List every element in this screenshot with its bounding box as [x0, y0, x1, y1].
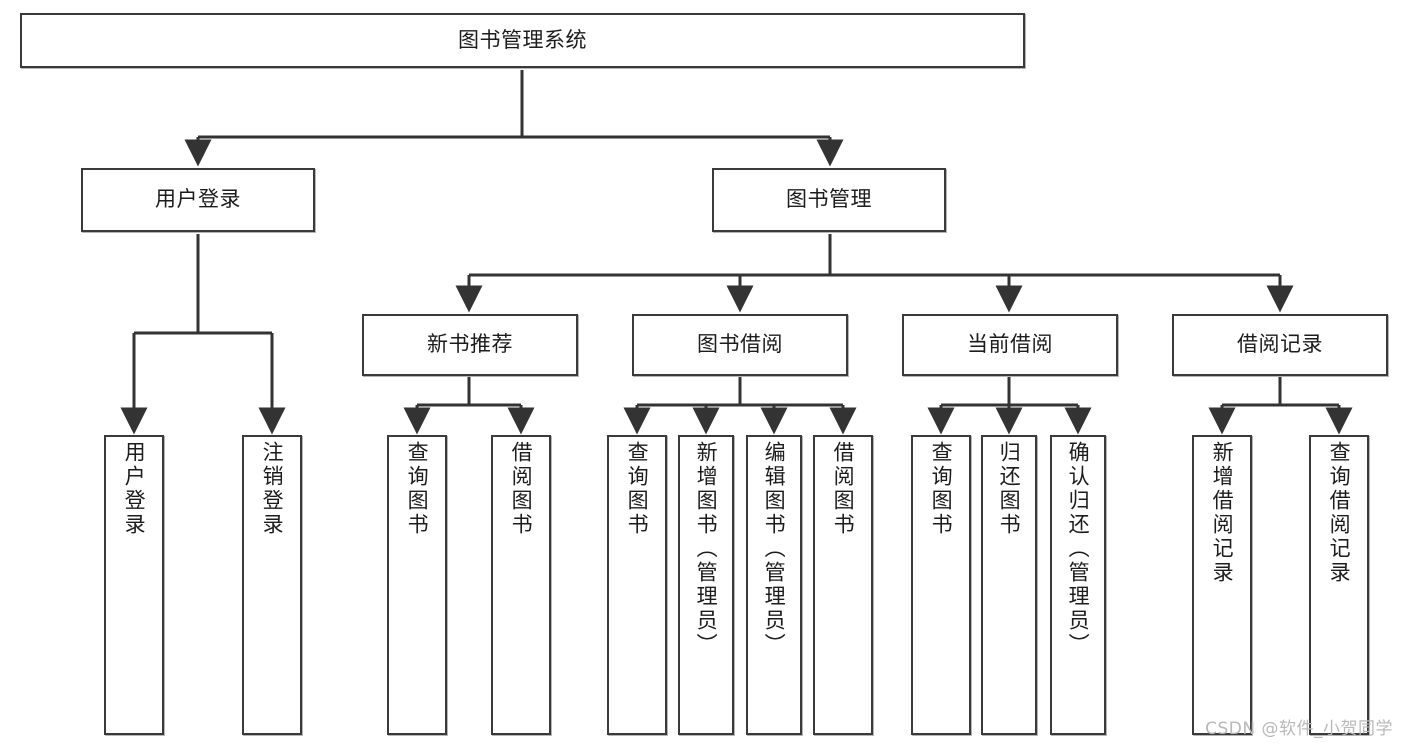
node-book-manage[interactable]: 图书管理 [712, 168, 946, 232]
leaf-query-book-1-label: 查询图书 [405, 441, 430, 537]
node-root[interactable]: 图书管理系统 [20, 13, 1025, 68]
node-new-book-rec-label: 新书推荐 [427, 332, 513, 357]
leaf-query-book-3-label: 查询图书 [929, 441, 954, 537]
node-borrow-record[interactable]: 借阅记录 [1172, 314, 1388, 376]
leaf-query-book-3[interactable]: 查询图书 [911, 435, 971, 735]
leaf-borrow-book-1[interactable]: 借阅图书 [491, 435, 551, 735]
leaf-edit-book-label: 编辑图书（管理员） [762, 441, 787, 657]
leaf-add-record-label: 新增借阅记录 [1210, 441, 1235, 585]
leaf-logout-label: 注销登录 [260, 441, 285, 537]
node-current-borrow-label: 当前借阅 [967, 332, 1053, 357]
leaf-borrow-book-2-label: 借阅图书 [831, 441, 856, 537]
node-borrow-record-label: 借阅记录 [1237, 332, 1323, 357]
leaf-query-book-1[interactable]: 查询图书 [387, 435, 447, 735]
leaf-confirm-return-label: 确认归还（管理员） [1066, 441, 1091, 657]
node-book-borrow-label: 图书借阅 [697, 332, 783, 357]
leaf-add-book-label: 新增图书（管理员） [694, 441, 719, 657]
leaf-user-login-label: 用户登录 [122, 441, 147, 537]
node-book-manage-label: 图书管理 [786, 187, 872, 212]
leaf-user-login[interactable]: 用户登录 [104, 435, 164, 735]
node-new-book-rec[interactable]: 新书推荐 [362, 314, 578, 376]
leaf-confirm-return[interactable]: 确认归还（管理员） [1050, 435, 1106, 735]
leaf-query-record-label: 查询借阅记录 [1327, 441, 1352, 585]
node-book-borrow[interactable]: 图书借阅 [632, 314, 848, 376]
leaf-return-book[interactable]: 归还图书 [981, 435, 1037, 735]
node-user-login[interactable]: 用户登录 [81, 168, 315, 232]
leaf-add-record[interactable]: 新增借阅记录 [1192, 435, 1252, 735]
leaf-borrow-book-2[interactable]: 借阅图书 [813, 435, 873, 735]
leaf-query-record[interactable]: 查询借阅记录 [1309, 435, 1369, 735]
leaf-return-book-label: 归还图书 [997, 441, 1022, 537]
node-root-label: 图书管理系统 [458, 27, 587, 52]
watermark: CSDN @软件_小贺同学 [1205, 719, 1393, 739]
node-current-borrow[interactable]: 当前借阅 [902, 314, 1118, 376]
leaf-edit-book[interactable]: 编辑图书（管理员） [746, 435, 802, 735]
node-user-login-label: 用户登录 [155, 187, 241, 212]
leaf-query-book-2-label: 查询图书 [625, 441, 650, 537]
leaf-query-book-2[interactable]: 查询图书 [607, 435, 667, 735]
leaf-logout[interactable]: 注销登录 [242, 435, 302, 735]
leaf-borrow-book-1-label: 借阅图书 [509, 441, 534, 537]
leaf-add-book[interactable]: 新增图书（管理员） [678, 435, 734, 735]
